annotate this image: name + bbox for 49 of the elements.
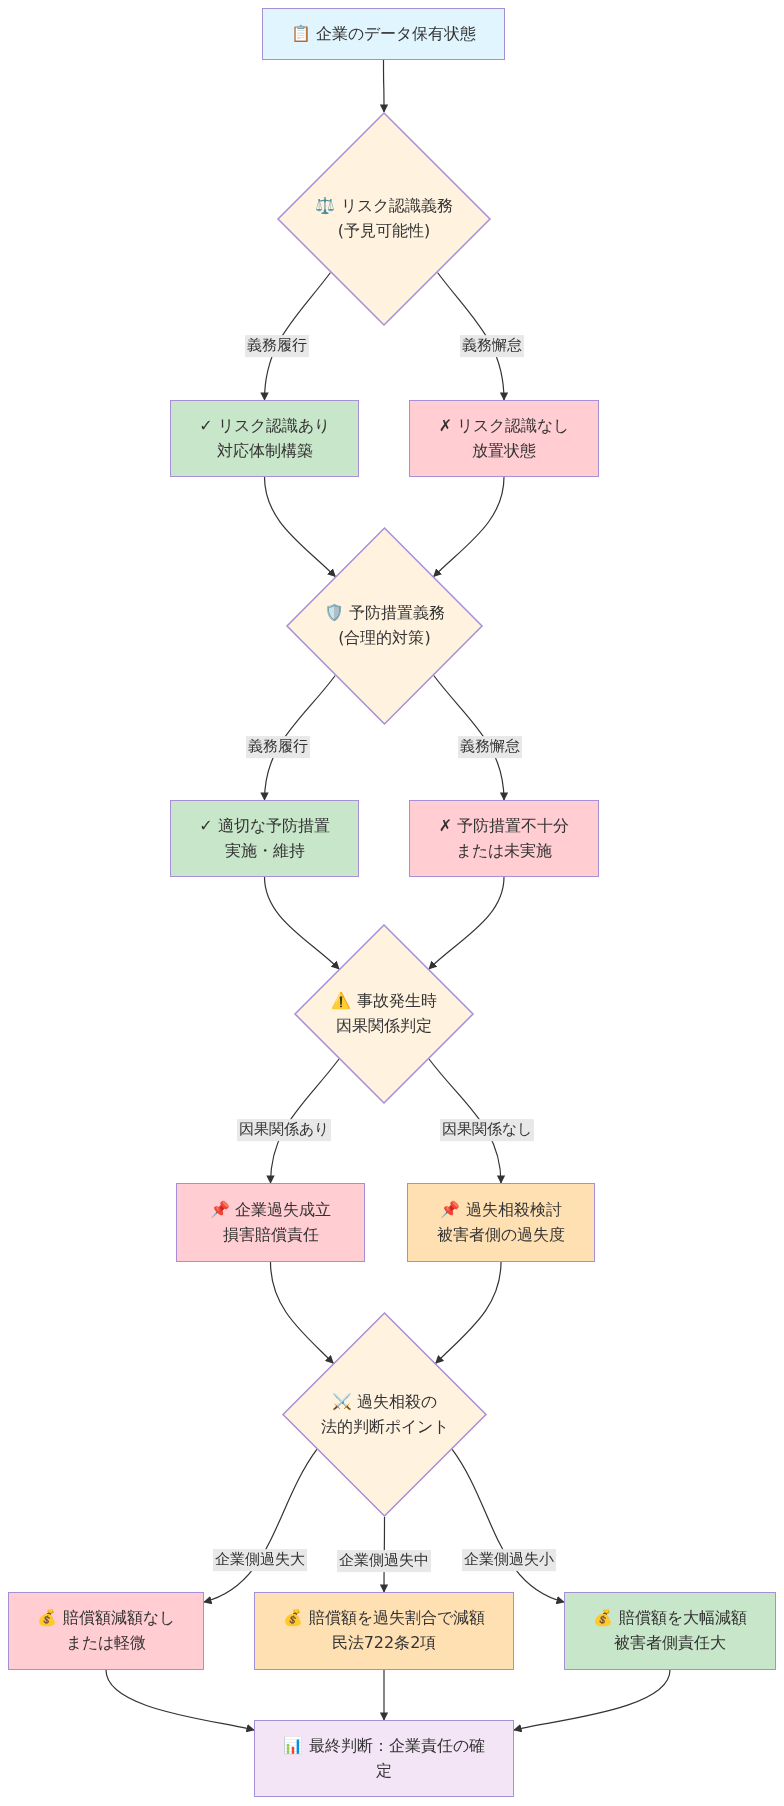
node-text: 📊 最終判断：企業責任の確定 (283, 1734, 485, 1782)
edge-label: 義務履行 (246, 736, 311, 759)
process-box (254, 1720, 514, 1797)
edge-label: 因果関係なし (439, 1119, 534, 1142)
arrow (433, 476, 505, 578)
node-text: 📋 企業のデータ保有状態 (290, 22, 477, 45)
arrow (269, 1261, 334, 1364)
arrow (513, 1669, 671, 1733)
arrow (379, 1669, 389, 1721)
edge-label: 義務懈怠 (458, 736, 523, 759)
process-box (8, 1592, 204, 1670)
arrow (435, 1261, 502, 1364)
process-box (407, 1183, 595, 1262)
edge-label: 因果関係あり (236, 1119, 331, 1142)
process-box (170, 800, 359, 877)
node-text: ⚠ 事故発生時因果関係判定 (331, 990, 437, 1037)
edge-label: 企業側過失小 (461, 1548, 556, 1571)
node-text: ✓ リスク認識あり対応体制構築 (199, 414, 330, 462)
node-text: ⚔ 過失相殺の法的判断ポイント (320, 1390, 449, 1438)
arrow (379, 59, 389, 113)
edge-label: 義務懈怠 (459, 335, 524, 357)
edge-label: 企業側過失中 (337, 1550, 432, 1572)
decision-diamond (277, 112, 491, 326)
process-box (262, 8, 505, 60)
arrow (263, 476, 336, 578)
process-box (170, 400, 359, 477)
process-box (254, 1592, 514, 1670)
decision-diamond (294, 924, 474, 1104)
node-text: ⚖ リスク認識義務(予見可能性) (315, 195, 453, 242)
node-text: ✗ 予防措置不十分または未実施 (438, 814, 570, 862)
process-box (176, 1183, 365, 1262)
process-box (409, 400, 599, 477)
arrow (105, 1669, 255, 1733)
arrow (428, 876, 505, 970)
arrow (263, 876, 340, 970)
node-text: 📌 企業過失成立損害賠償責任 (209, 1198, 332, 1246)
decision-diamond (286, 527, 483, 725)
node-text: 🛡 予防措置義務(合理的対策) (323, 602, 446, 649)
node-text: 💰 賠償額減額なしまたは軽微 (37, 1607, 175, 1654)
node-text: 📌 過失相殺検討被害者側の過失度 (437, 1198, 565, 1246)
decision-diamond (282, 1312, 487, 1517)
node-text: ✓ 適切な予防措置実施・維持 (199, 814, 330, 862)
edge-label: 義務履行 (244, 335, 309, 357)
node-text: ✗ リスク認識なし放置状態 (438, 414, 570, 462)
node-text: 💰 賠償額を大幅減額被害者側責任大 (593, 1607, 747, 1654)
process-box (409, 800, 599, 877)
process-box (564, 1592, 776, 1670)
edge-label: 企業側過失大 (212, 1548, 307, 1571)
node-text: 💰 賠償額を過失割合で減額民法722条2項 (283, 1607, 485, 1654)
